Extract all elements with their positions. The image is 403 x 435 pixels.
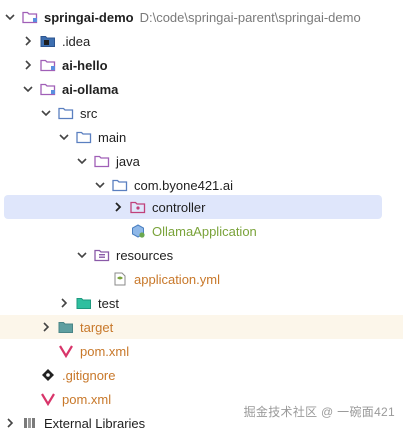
resources-folder-icon (94, 248, 110, 262)
test-folder-icon (76, 296, 92, 310)
chevron-down-icon[interactable] (58, 130, 70, 144)
chevron-down-icon[interactable] (4, 10, 16, 24)
tree-row-target[interactable]: target (0, 315, 403, 339)
tree-row-idea[interactable]: .idea (0, 29, 403, 53)
folder-icon (58, 106, 74, 120)
tree-label: springai-demo (44, 9, 134, 25)
chevron-right-icon[interactable] (22, 34, 34, 48)
tree-row-resources[interactable]: resources (0, 243, 403, 267)
tree-label: controller (152, 199, 206, 215)
chevron-down-icon[interactable] (76, 248, 88, 262)
chevron-right-icon[interactable] (4, 416, 16, 430)
tree-row-springai-demo[interactable]: springai-demo D:\code\springai-parent\sp… (0, 5, 403, 29)
tree-row-application-yml[interactable]: application.yml (0, 267, 403, 291)
tree-label: ai-hello (62, 57, 108, 73)
library-icon (22, 416, 38, 430)
tree-label: pom.xml (80, 343, 130, 359)
tree-label: pom.xml (62, 391, 112, 407)
tree-row-java[interactable]: java (0, 149, 403, 173)
tree-row-pom-xml-root[interactable]: pom.xml (0, 387, 403, 411)
chevron-right-icon[interactable] (58, 296, 70, 310)
chevron-right-icon[interactable] (112, 200, 124, 214)
tree-label: src (80, 105, 98, 121)
chevron-down-icon[interactable] (22, 82, 34, 96)
package-folder-icon (130, 200, 146, 214)
tree-row-external-libraries[interactable]: External Libraries (0, 411, 403, 435)
tree-label: target (80, 319, 114, 335)
spring-class-icon (130, 224, 146, 238)
tree-label: test (98, 295, 119, 311)
module-folder-icon (22, 10, 38, 24)
chevron-down-icon[interactable] (40, 106, 52, 120)
maven-icon (58, 344, 74, 358)
tree-row-gitignore[interactable]: .gitignore (0, 363, 403, 387)
module-path: D:\code\springai-parent\springai-demo (139, 9, 361, 25)
tree-row-controller[interactable]: controller (4, 195, 382, 219)
git-icon (40, 368, 56, 382)
tree-label: main (98, 129, 127, 145)
tree-label: com.byone421.ai (134, 177, 234, 193)
idea-folder-icon (40, 34, 56, 48)
maven-icon (40, 392, 56, 406)
chevron-down-icon[interactable] (76, 154, 88, 168)
tree-label: java (116, 153, 140, 169)
tree-row-ai-hello[interactable]: ai-hello (0, 53, 403, 77)
tree-label: .gitignore (62, 367, 116, 383)
tree-row-pom-xml[interactable]: pom.xml (0, 339, 403, 363)
watermark: 掘金技术社区 @ 一碗面421 (243, 405, 395, 419)
tree-label: resources (116, 247, 174, 263)
tree-label: .idea (62, 33, 91, 49)
chevron-right-icon[interactable] (22, 58, 34, 72)
tree-row-src[interactable]: src (0, 101, 403, 125)
package-folder-icon (112, 178, 128, 192)
yml-file-icon (112, 272, 128, 286)
tree-row-test[interactable]: test (0, 291, 403, 315)
tree-row-ai-ollama[interactable]: ai-ollama (0, 77, 403, 101)
folder-icon (76, 130, 92, 144)
chevron-right-icon[interactable] (40, 320, 52, 334)
source-folder-icon (94, 154, 110, 168)
tree-label: External Libraries (44, 415, 146, 431)
tree-label: ai-ollama (62, 81, 119, 97)
tree-row-main[interactable]: main (0, 125, 403, 149)
module-folder-icon (40, 82, 56, 96)
tree-row-package[interactable]: com.byone421.ai (0, 173, 403, 197)
module-folder-icon (40, 58, 56, 72)
tree-label: OllamaApplication (152, 223, 257, 239)
tree-row-ollama-application[interactable]: OllamaApplication (0, 219, 403, 243)
excluded-folder-icon (58, 320, 74, 334)
chevron-down-icon[interactable] (94, 178, 106, 192)
tree-label: application.yml (134, 271, 220, 287)
